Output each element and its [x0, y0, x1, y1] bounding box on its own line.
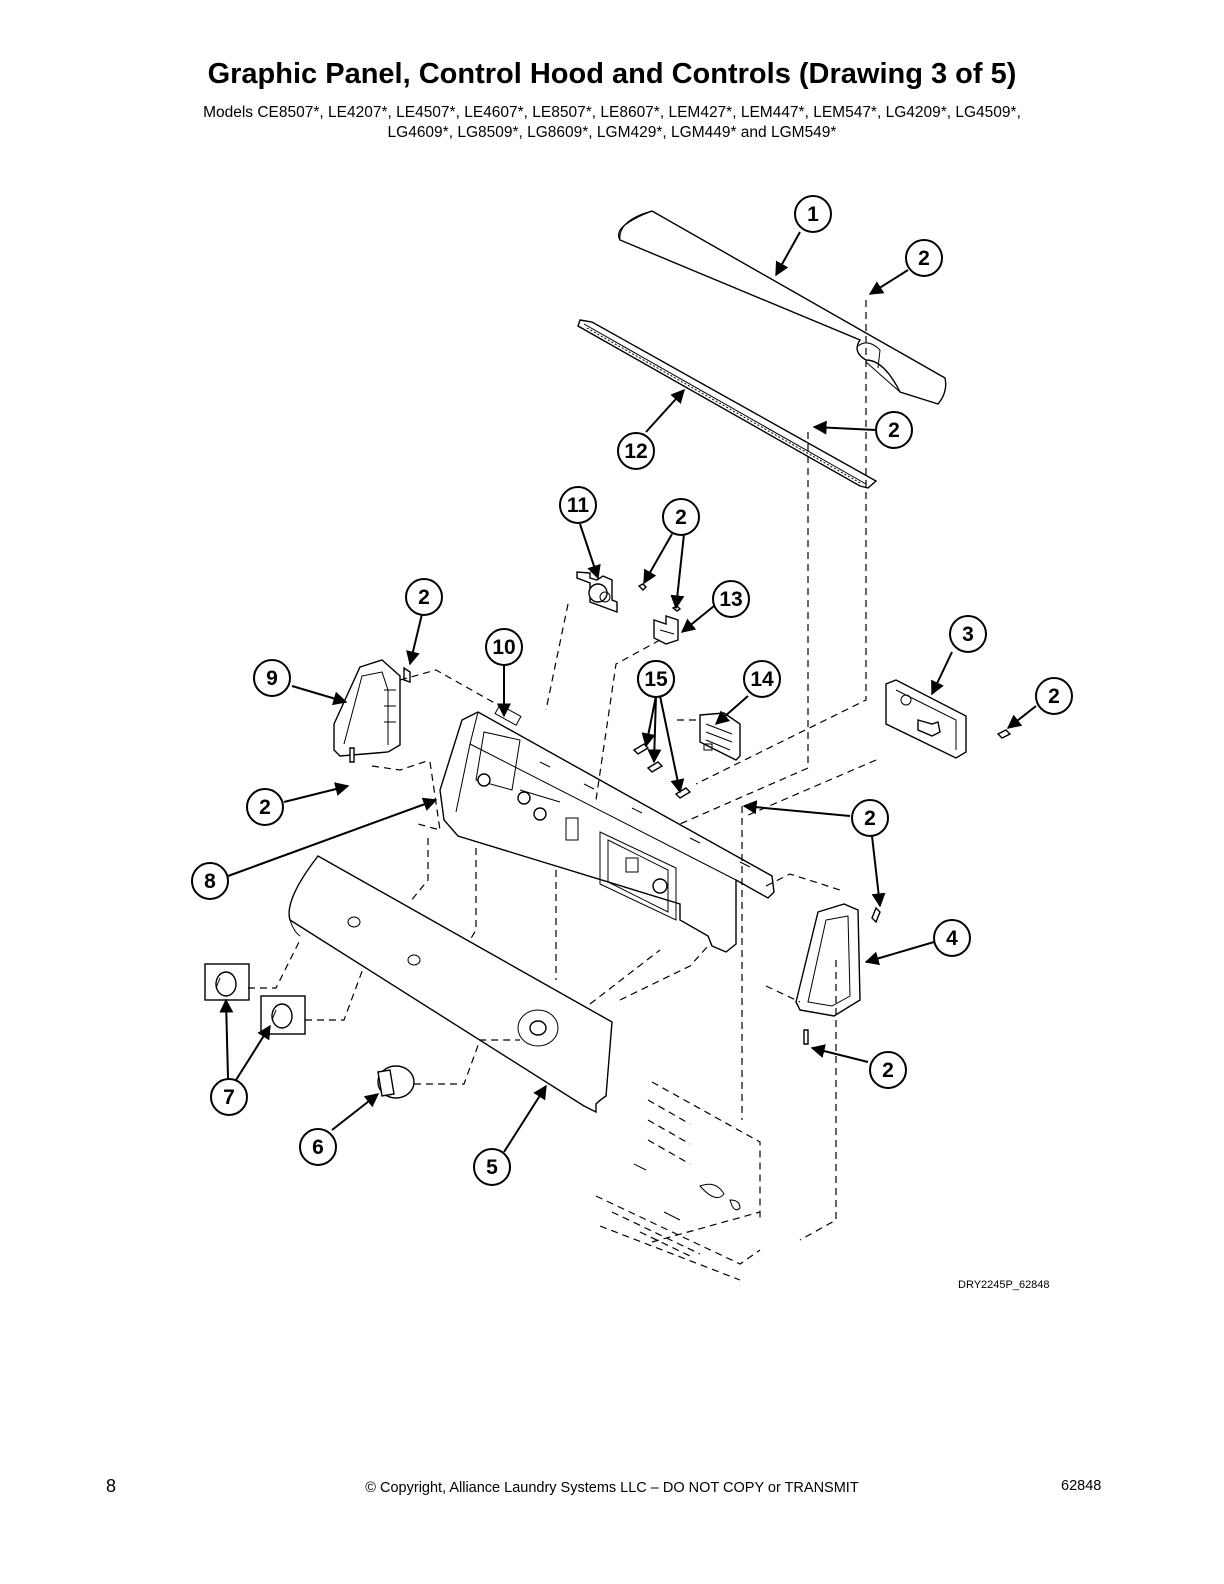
- callout-5: 5: [473, 1148, 511, 1186]
- callout-label: 3: [962, 623, 974, 646]
- callout-label: 2: [918, 247, 930, 270]
- callout-label: 14: [750, 668, 774, 691]
- callout-1: 1: [794, 195, 832, 233]
- callout-14: 14: [743, 660, 781, 698]
- part-knobs: [204, 963, 306, 1035]
- cabinet-outline: [595, 1081, 761, 1281]
- callout-label: 2: [259, 796, 271, 819]
- callout-2: 2: [875, 411, 913, 449]
- part-graphic-panel: [288, 855, 613, 1114]
- callout-9: 9: [253, 659, 291, 697]
- part-timer-knob: [377, 1065, 415, 1099]
- callout-10: 10: [485, 628, 523, 666]
- callout-label: 1: [807, 203, 819, 226]
- callout-2: 2: [246, 788, 284, 826]
- page-title: Graphic Panel, Control Hood and Controls…: [207, 58, 1017, 90]
- part-left-end-cap: [333, 659, 411, 763]
- callout-3: 3: [949, 615, 987, 653]
- callout-15: 15: [637, 660, 675, 698]
- callout-7: 7: [210, 1078, 248, 1116]
- part-trim-strip: [577, 319, 878, 489]
- models-line-2: LG4609*, LG8509*, LG8609*, LGM429*, LGM4…: [387, 124, 837, 141]
- callout-label: 4: [946, 927, 958, 950]
- copyright-notice: © Copyright, Alliance Laundry Systems LL…: [365, 1480, 859, 1496]
- callout-label: 2: [1048, 685, 1060, 708]
- callout-2: 2: [662, 498, 700, 536]
- callout-label: 12: [624, 440, 647, 463]
- callout-2: 2: [869, 1051, 907, 1089]
- document-number: 62848: [1061, 1478, 1102, 1494]
- callout-2: 2: [851, 799, 889, 837]
- callout-11: 11: [559, 486, 597, 524]
- callout-label: 2: [882, 1059, 894, 1082]
- callout-2: 2: [905, 239, 943, 277]
- callout-label: 8: [204, 870, 216, 893]
- callout-label: 7: [223, 1086, 235, 1109]
- callout-6: 6: [299, 1128, 337, 1166]
- part-control-panel: [439, 704, 775, 953]
- part-right-end-cap: [795, 903, 881, 1045]
- callout-label: 11: [567, 494, 590, 517]
- leader-arrows: [219, 231, 1037, 1153]
- callout-12: 12: [617, 432, 655, 470]
- callout-2: 2: [1035, 677, 1073, 715]
- callout-4: 4: [933, 919, 971, 957]
- part-bracket-13: [653, 605, 682, 645]
- callout-label: 6: [312, 1136, 324, 1159]
- callout-8: 8: [191, 862, 229, 900]
- part-switch: [576, 571, 647, 614]
- part-timer: [885, 679, 1012, 759]
- models-line-1: Models CE8507*, LE4207*, LE4507*, LE4607…: [203, 104, 1021, 121]
- page-number: 8: [106, 1476, 117, 1496]
- part-screws-15: [632, 743, 692, 799]
- callout-2: 2: [405, 578, 443, 616]
- callout-label: 2: [675, 506, 687, 529]
- callout-label: 5: [486, 1156, 498, 1179]
- assembly-lines: [248, 300, 877, 1241]
- callout-13: 13: [712, 580, 750, 618]
- callout-label: 2: [864, 807, 876, 830]
- callout-label: 10: [492, 636, 515, 659]
- callout-label: 13: [719, 588, 742, 611]
- callout-label: 9: [266, 667, 278, 690]
- callout-label: 2: [418, 586, 430, 609]
- callout-label: 15: [644, 668, 668, 691]
- drawing-id: DRY2245P_62848: [958, 1279, 1050, 1291]
- callout-label: 2: [888, 419, 900, 442]
